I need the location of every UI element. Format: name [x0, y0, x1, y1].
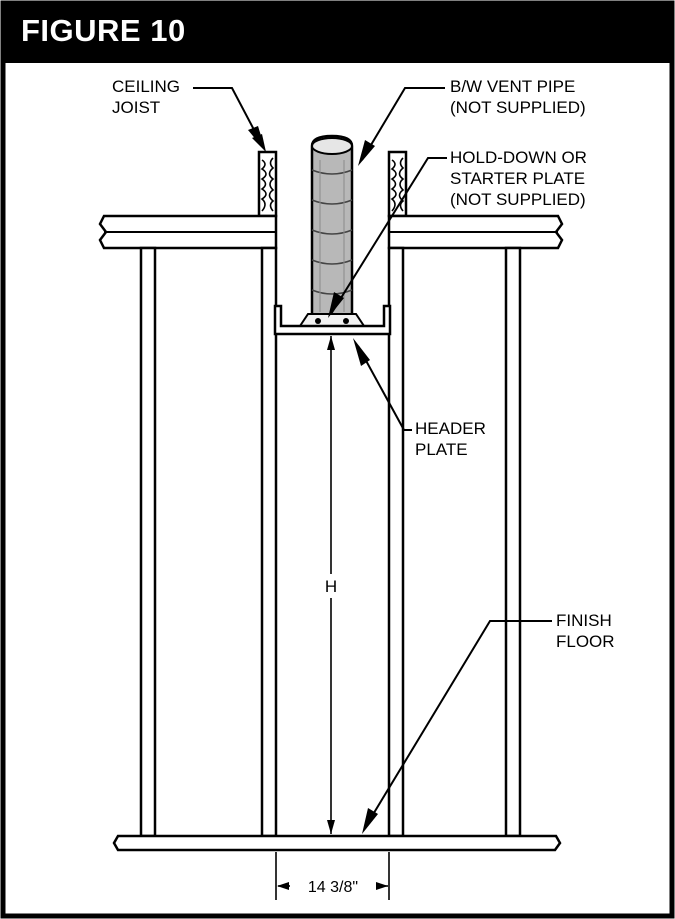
leader-ceiling-joist	[193, 87, 266, 152]
label-finish-floor-line1: FINISH	[556, 611, 612, 630]
label-ceiling-joist-line2: JOIST	[112, 98, 160, 117]
finish-floor-plate	[112, 834, 562, 852]
header-plate	[273, 304, 392, 336]
label-hold-down-line3: (NOT SUPPLIED)	[450, 190, 586, 209]
leader-finish-floor	[362, 620, 552, 834]
label-ceiling-joist-line1: CEILING	[112, 77, 180, 96]
label-height: H	[325, 577, 337, 596]
top-beam-right	[387, 214, 564, 250]
vent-pipe	[310, 134, 354, 320]
stud-outer-right	[504, 246, 522, 838]
label-header-plate-line1: HEADER	[415, 419, 486, 438]
leader-header-plate	[353, 338, 412, 431]
stud-outer-left	[139, 246, 157, 838]
figure-title: FIGURE 10	[21, 13, 186, 48]
label-width: 14 3/8"	[308, 879, 358, 896]
leader-vent-pipe	[358, 87, 445, 166]
label-header-plate-line2: PLATE	[415, 440, 468, 459]
label-vent-pipe-line2: (NOT SUPPLIED)	[450, 98, 586, 117]
ceiling-joist-left	[257, 150, 278, 218]
leader-hold-down	[328, 157, 447, 318]
top-beam-left	[98, 214, 278, 250]
label-hold-down-line2: STARTER PLATE	[450, 169, 585, 188]
figure-header: FIGURE 10	[3, 3, 672, 63]
height-dimension-line	[327, 336, 335, 834]
label-hold-down-line1: HOLD-DOWN OR	[450, 148, 587, 167]
stud-inner-right	[387, 246, 405, 838]
label-finish-floor-line2: FLOOR	[556, 632, 615, 651]
label-vent-pipe-line1: B/W VENT PIPE	[450, 77, 575, 96]
width-dimension-line	[275, 852, 390, 900]
hold-down-plate	[298, 313, 366, 327]
stud-inner-left	[260, 246, 278, 838]
